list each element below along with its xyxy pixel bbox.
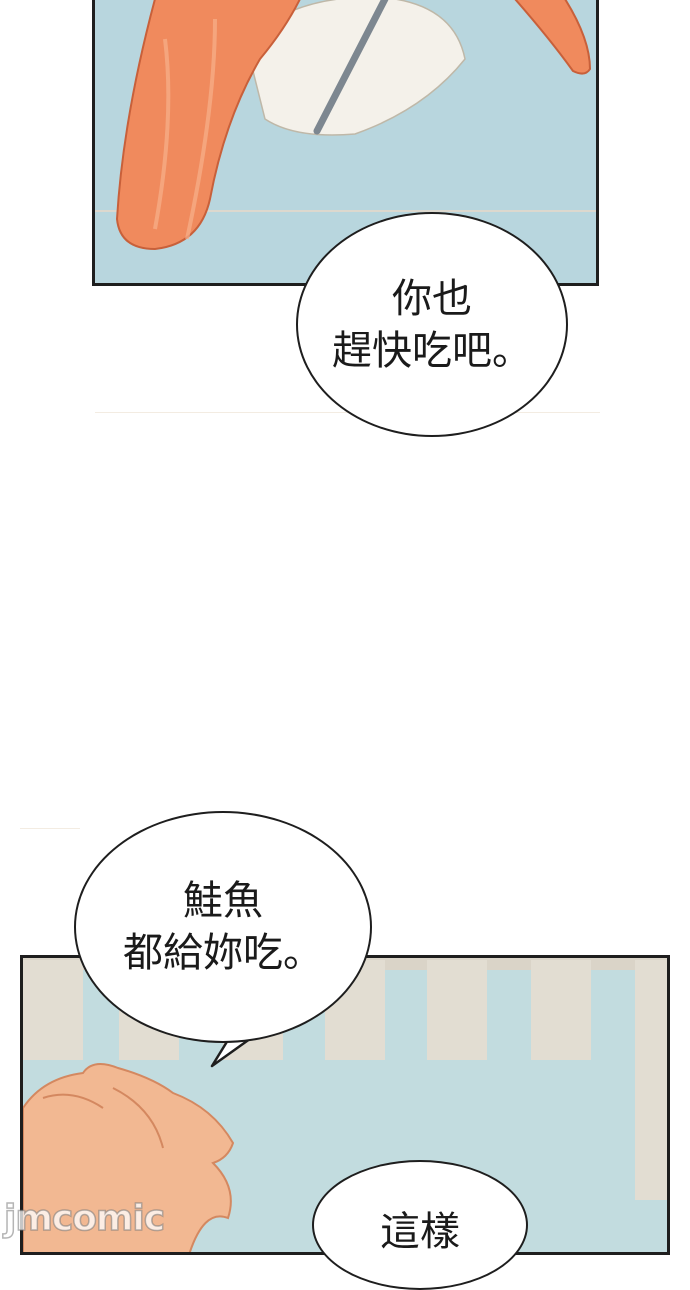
bubble-line: 趕快吃吧。 (332, 327, 532, 374)
speech-bubble-hurry-eat: 你也 趕快吃吧。 (296, 212, 568, 437)
speech-bubble-salmon-for-you: 鮭魚 都給妳吃。 (74, 811, 372, 1043)
speech-bubble-like-this: 這樣 (312, 1160, 528, 1290)
bubble-line: 鮭魚 (183, 878, 263, 924)
faint-line (20, 828, 80, 829)
bubble-line: 這樣 (380, 1209, 460, 1255)
bubble-line: 你也 (392, 275, 472, 322)
bubble-line: 都給妳吃。 (123, 930, 323, 976)
salmon-nigiri-illustration (95, 0, 596, 251)
speech-bubble-tail (210, 1034, 255, 1068)
watermark-logo: jmcomic (3, 1197, 166, 1240)
